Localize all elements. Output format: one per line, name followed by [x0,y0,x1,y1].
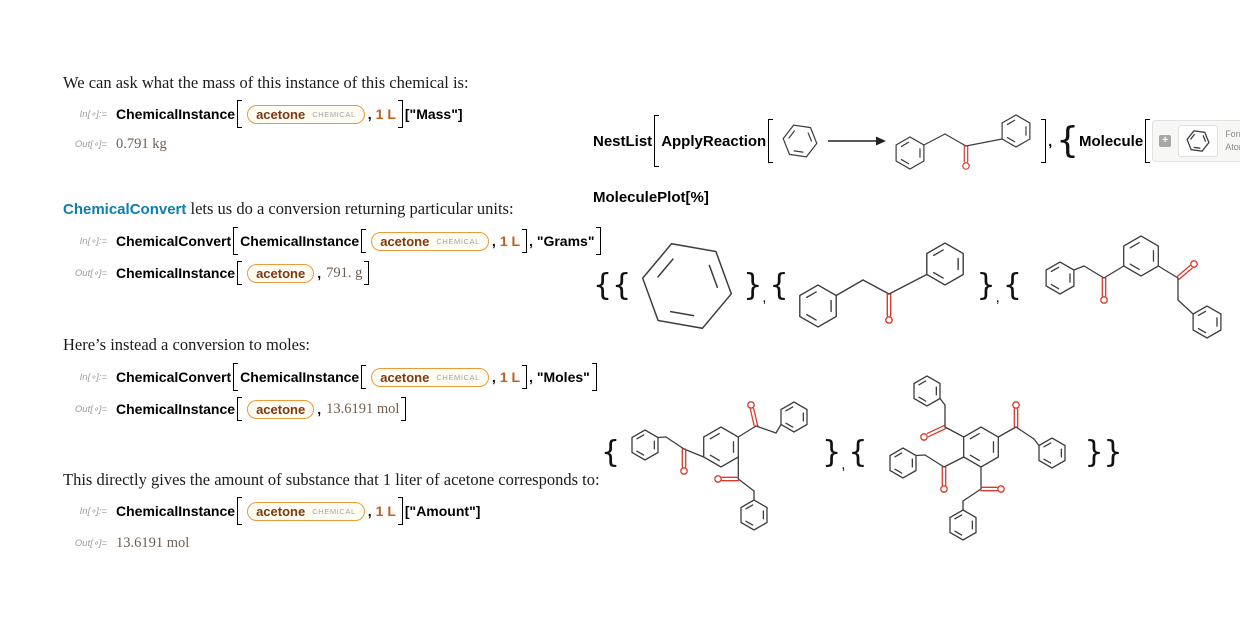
cell-3-output: Out[∘]= ChemicalInstance acetone , 13.61… [63,397,408,421]
unit-grams-arg: , "Grams" [529,233,595,249]
molecule-summary-box[interactable]: + Formula: C₆H₆ Atoms: 12Bonds: 12 [1152,120,1240,162]
property-amount: ["Amount"] [404,503,481,519]
molecule-benzene-icon [775,119,825,163]
close-bracket [1041,119,1047,163]
text-cell-mass: We can ask what the mass of this instanc… [63,73,469,92]
moleculeplot-output-row-2: { }, { }} [601,357,1123,549]
acetone-chemical-pill[interactable]: acetone CHEMICAL [371,367,489,387]
in-label: In[∘]:= [79,108,107,120]
open-braces: {{ [593,268,632,303]
molecule-diketone [1026,222,1236,350]
function-chemicalinstance: ChemicalInstance [116,106,236,122]
moleculeplot-input-cell[interactable]: MoleculePlot[%] [593,189,709,206]
cell-2-input[interactable]: In[∘]:= ChemicalConvert ChemicalInstance… [63,227,603,255]
molecule-tetraketone [873,359,1078,547]
moleculeplot-output-row-1: {{ }, { }, { }, [593,221,1240,351]
cell-1-input[interactable]: In[∘]:= ChemicalInstance acetone CHEMICA… [63,100,463,128]
quantity-1L: 1 L [375,106,396,122]
acetone-pill[interactable]: acetone [247,263,315,283]
text-cell-convert: ChemicalConvert lets us do a conversion … [63,199,514,218]
in-label: In[∘]:= [79,235,107,247]
chemicalconvert-link[interactable]: ChemicalConvert [63,201,187,218]
output-amount-value: 13.6191 mol [116,535,190,551]
close-braces: }} [1084,435,1123,470]
cell-1-output: Out[∘]= 0.791 kg [63,136,167,153]
output-mass-value: 0.791 kg [116,136,167,152]
cell-3-input[interactable]: In[∘]:= ChemicalConvert ChemicalInstance… [63,363,599,391]
reaction-arrow-icon [828,136,887,146]
acetone-chemical-pill[interactable]: acetone CHEMICAL [247,104,365,124]
nestlist-input-cell[interactable]: NestList ApplyReaction , { Molecule + Fo… [593,105,1240,177]
text-cell-moles: Here’s instead a conversion to moles: [63,335,310,354]
text-cell-amount: This directly gives the amount of substa… [63,470,600,489]
property-mass: ["Mass"] [404,106,463,122]
open-bracket [237,100,243,128]
open-bracket [768,119,774,163]
open-bracket [654,115,660,167]
expand-plus-icon[interactable]: + [1159,135,1172,147]
unit-moles-arg: , "Moles" [529,369,590,385]
open-brace: { [1056,120,1079,161]
molecule-product-icon [889,105,1039,177]
acetone-chemical-pill[interactable]: acetone CHEMICAL [247,501,365,521]
acetone-chemical-pill[interactable]: acetone CHEMICAL [371,231,489,251]
cell-4-input[interactable]: In[∘]:= ChemicalInstance acetone CHEMICA… [63,497,480,525]
hexagon-icon [1183,128,1213,154]
close-bracket [397,100,403,128]
output-grams-value: 791. g [326,264,363,281]
cell-4-output: Out[∘]= 13.6191 mol [74,535,190,551]
cell-2-output: Out[∘]= ChemicalInstance acetone , 791. … [63,261,371,285]
open-bracket [1145,119,1151,163]
molecule-deoxybenzoin [793,232,973,340]
output-moles-value: 13.6191 mol [326,400,400,417]
acetone-pill[interactable]: acetone [247,399,315,419]
molecule-triketone [626,369,816,537]
benzene-thumbnail [1178,125,1219,157]
molecule-info: Formula: C₆H₆ Atoms: 12Bonds: 12 [1225,128,1240,152]
out-label: Out[∘]= [74,139,107,150]
molecule-benzene [637,238,737,334]
